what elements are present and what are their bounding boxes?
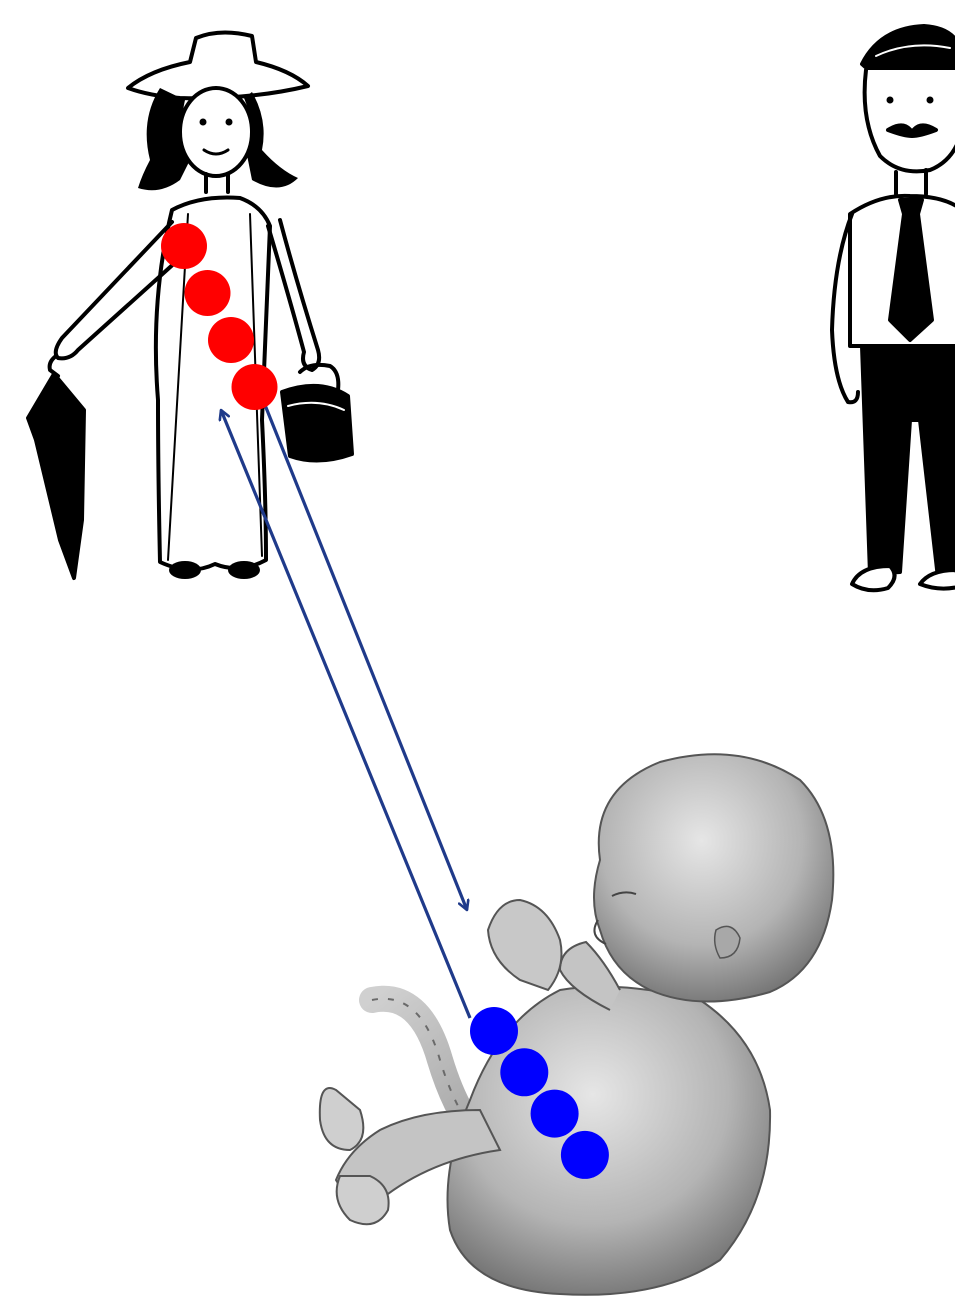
maternal-cell xyxy=(161,223,207,269)
arrow-fetus-to-mother xyxy=(221,410,470,1018)
fetal-cell xyxy=(531,1090,579,1138)
maternal-cell xyxy=(185,270,231,316)
fetal-cell xyxy=(500,1048,548,1096)
man-with-tie-icon xyxy=(832,26,955,590)
arrow-mother-to-fetus xyxy=(265,405,467,910)
maternal-cell xyxy=(232,364,278,410)
fetal-cell xyxy=(470,1007,518,1055)
maternal-cell xyxy=(208,317,254,363)
fetal-cell xyxy=(561,1131,609,1179)
